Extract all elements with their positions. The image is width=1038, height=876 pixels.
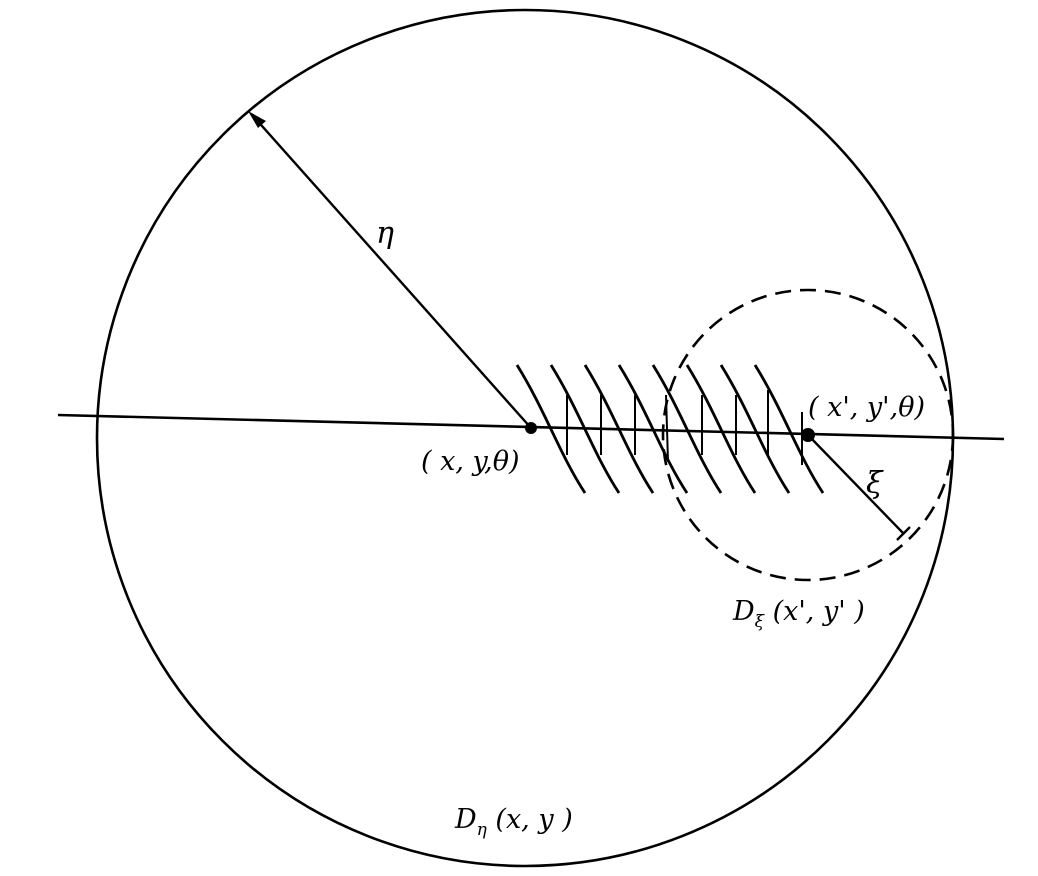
point-prime-dot bbox=[801, 428, 815, 442]
disk-xi-args: (x', y' ) bbox=[764, 596, 865, 627]
point-prime-label: ( x', y',θ) bbox=[808, 392, 925, 423]
outer-disk-circle bbox=[95, 8, 955, 868]
disk-eta-letter: D bbox=[454, 804, 477, 835]
disk-xi-letter: D bbox=[732, 596, 755, 627]
hatch-stroke bbox=[617, 364, 689, 494]
hatch-verticals bbox=[566, 390, 803, 465]
hatch-stroke bbox=[753, 364, 825, 494]
point-origin-label: ( x, y,θ) bbox=[421, 446, 520, 477]
eta-label: η bbox=[376, 216, 394, 251]
disk-xi-subscript: ξ bbox=[755, 612, 766, 632]
hatch-stroke bbox=[685, 364, 757, 494]
hatch-stroke bbox=[651, 364, 723, 494]
disk-eta-args: (x, y ) bbox=[487, 804, 573, 835]
eta-radius-arrowhead bbox=[248, 111, 266, 128]
hatch-stroke bbox=[549, 364, 621, 494]
hatch-stroke bbox=[515, 364, 587, 494]
hatched-region bbox=[515, 364, 825, 494]
eta-radius-line bbox=[253, 116, 532, 429]
xi-label: ξ bbox=[866, 466, 884, 501]
hatch-stroke bbox=[719, 364, 791, 494]
xi-radius-tick bbox=[896, 526, 911, 541]
point-origin-dot bbox=[525, 422, 537, 434]
disk-xi-label: Dξ (x', y' ) bbox=[732, 596, 865, 632]
inner-dashed-disk-circle bbox=[661, 288, 955, 582]
disk-eta-label: Dη (x, y ) bbox=[454, 804, 573, 840]
disk-eta-subscript: η bbox=[477, 820, 488, 840]
hatch-stroke bbox=[583, 364, 655, 494]
xi-radius-line bbox=[807, 434, 904, 534]
